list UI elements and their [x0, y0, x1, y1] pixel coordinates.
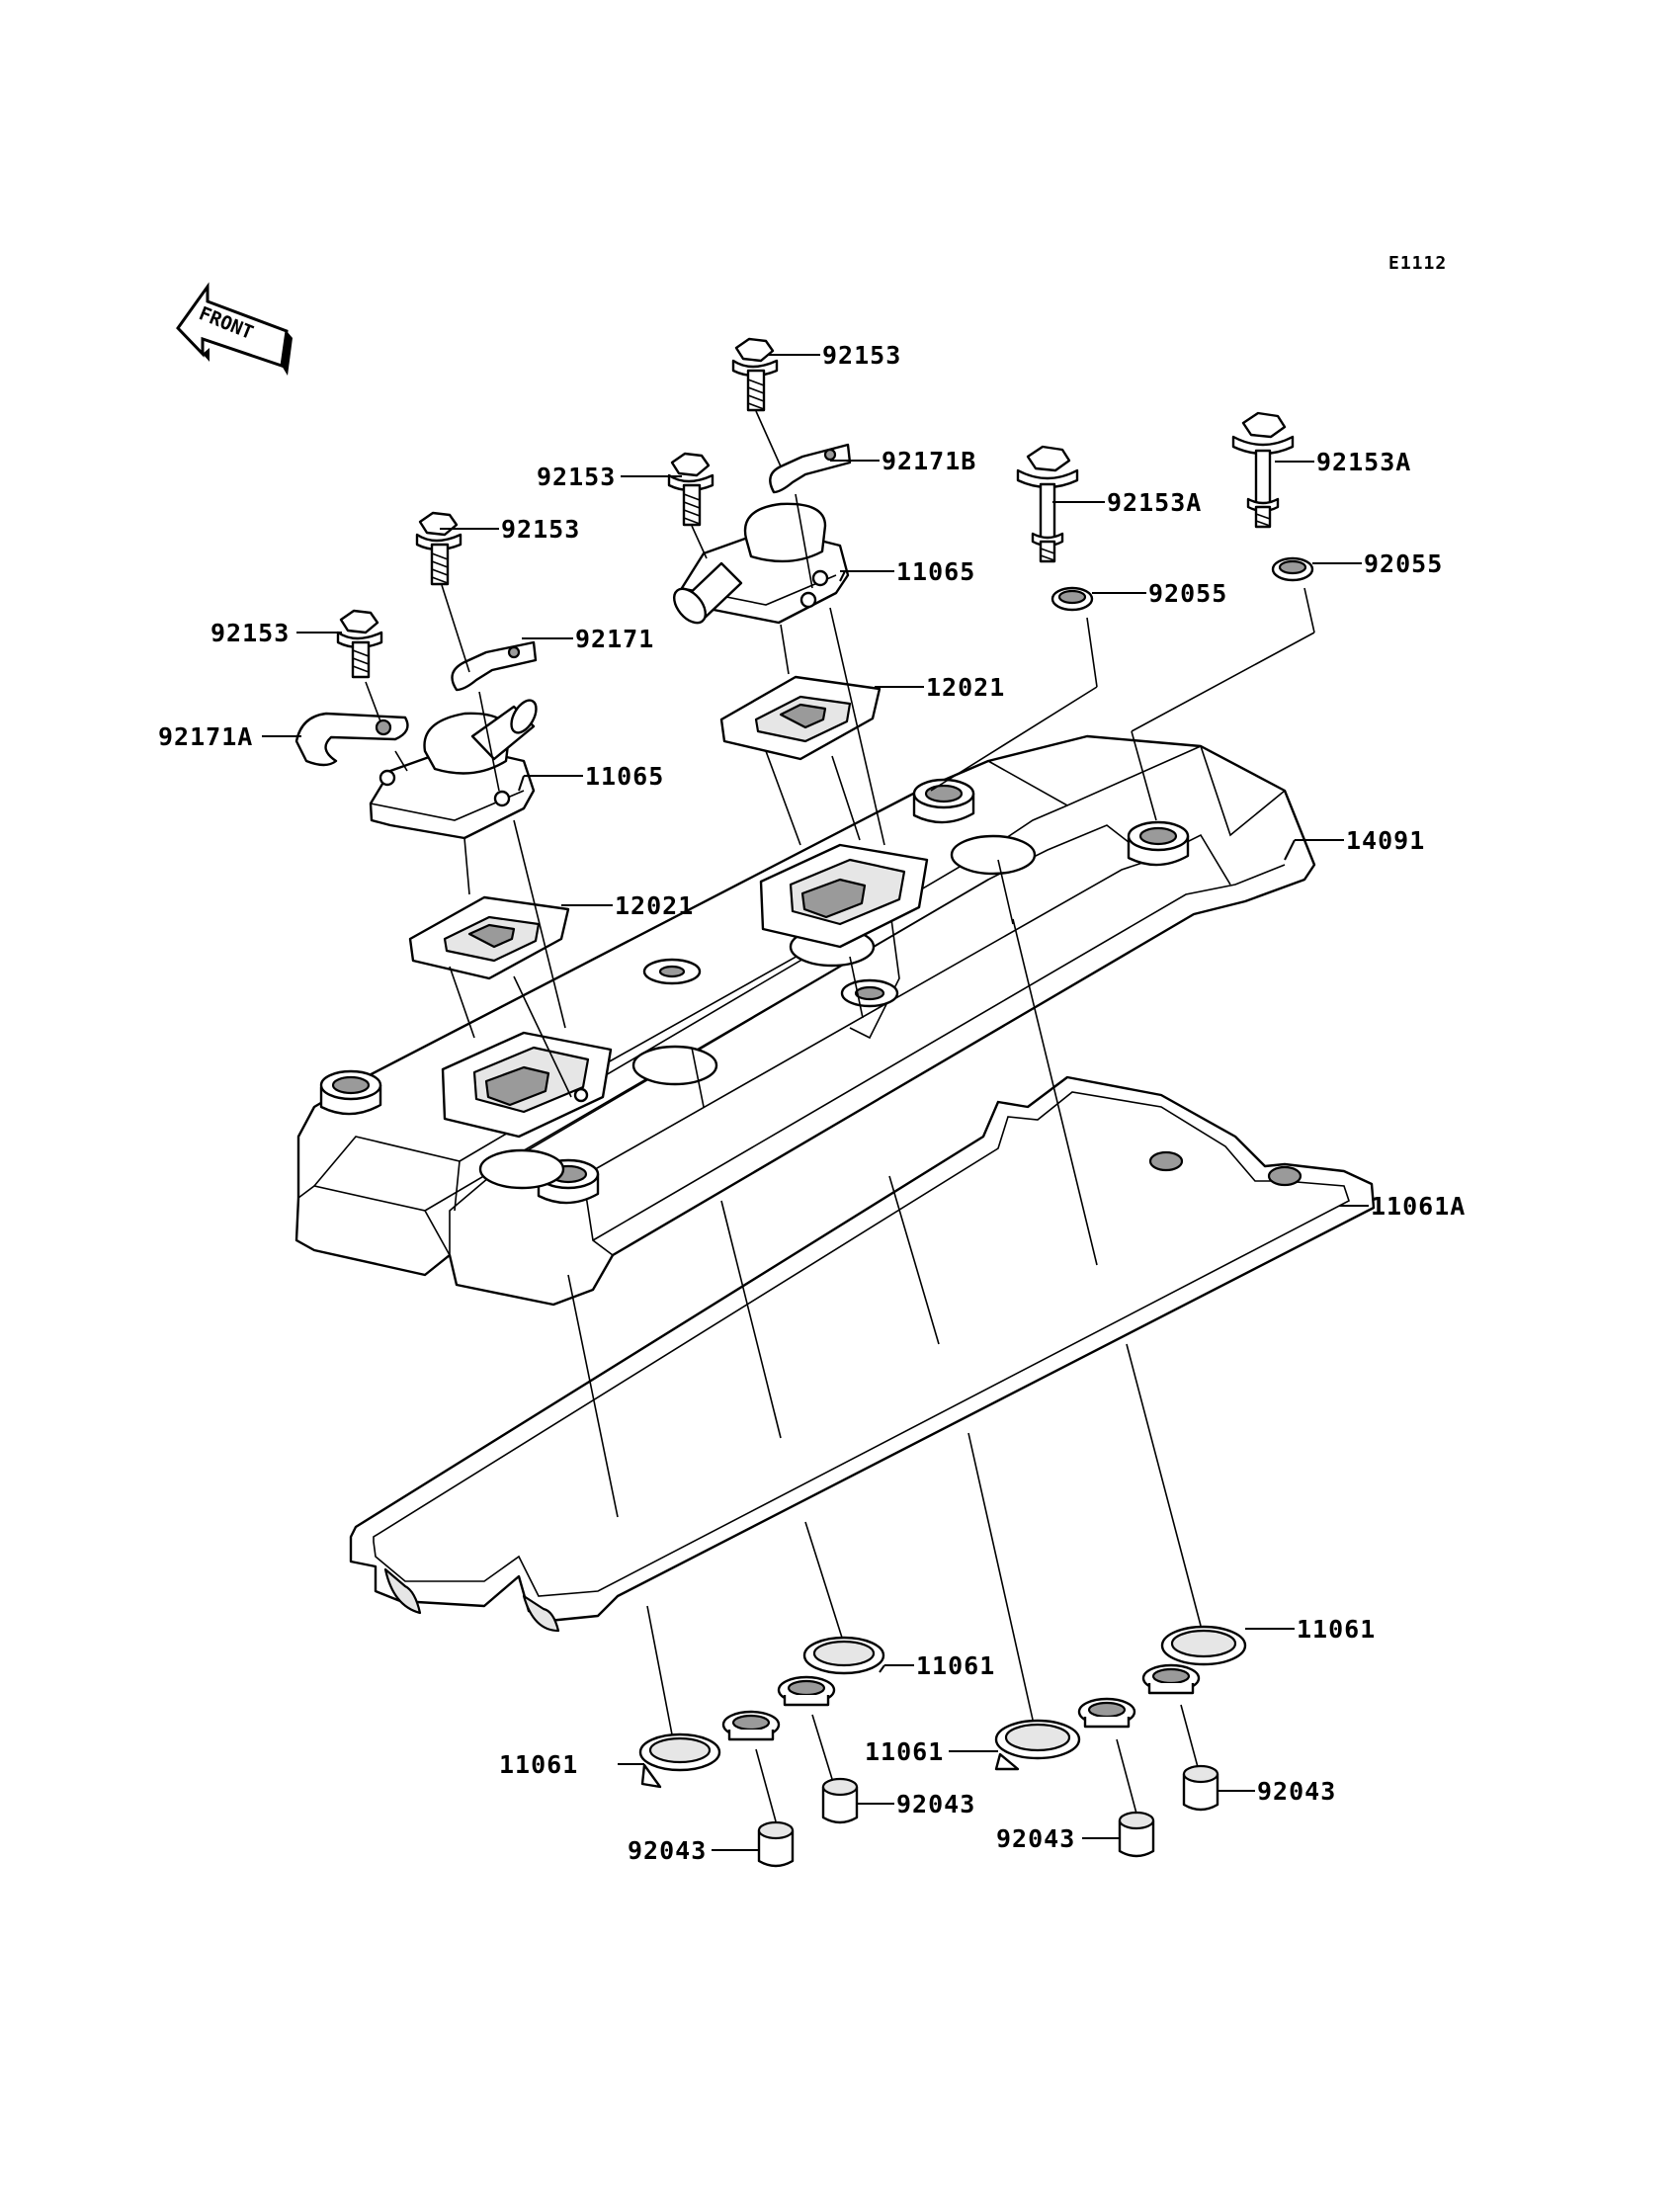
label-collar-4: 92043 [1257, 1777, 1336, 1806]
label-bolt-left-upper: 92153 [501, 515, 580, 544]
right-reed-gasket-drawing [719, 675, 882, 761]
bracket-b-drawing [769, 443, 852, 494]
bolt-left-upper-drawing [415, 511, 462, 586]
label-bolt-mid: 92153 [537, 463, 616, 491]
collar-3-drawing [1118, 1811, 1155, 1858]
label-collar-1: 92043 [628, 1836, 707, 1865]
left-reed-cover-drawing [369, 699, 538, 840]
label-bolt-a-mid: 92153A [1107, 488, 1202, 517]
bolt-a-right-drawing [1231, 411, 1295, 529]
label-bracket-a: 92171A [158, 722, 253, 751]
leader-lines [262, 354, 1369, 1851]
label-plug-gasket-4: 11061 [1297, 1615, 1376, 1644]
plug-gasket-1-drawing [638, 1732, 721, 1789]
label-bolt-left: 92153 [210, 619, 290, 647]
plug-gasket-2-drawing [802, 1636, 885, 1675]
plug-gasket-4-drawing [1160, 1625, 1247, 1666]
label-bolt-top: 92153 [822, 341, 901, 370]
bolt-mid-drawing [667, 452, 714, 527]
collar-4-drawing [1182, 1764, 1219, 1812]
washer-right-drawing [1271, 556, 1314, 582]
front-arrow-icon: FRONT [176, 282, 293, 376]
label-collar-3: 92043 [996, 1824, 1075, 1853]
plug-seal-2-drawing [777, 1675, 836, 1707]
bolt-left-drawing [336, 609, 383, 679]
label-cover-gasket: 11061A [1371, 1192, 1466, 1221]
bolt-top-drawing [731, 337, 779, 412]
collar-1-drawing [757, 1820, 795, 1868]
label-gasket-left: 12021 [615, 891, 694, 920]
plug-seal-3-drawing [1077, 1697, 1136, 1729]
plug-seal-1-drawing [721, 1710, 781, 1741]
washer-mid-drawing [1050, 586, 1094, 612]
label-bracket-b: 92171B [882, 447, 976, 475]
label-bracket: 92171 [575, 625, 654, 653]
plug-seal-4-drawing [1141, 1663, 1201, 1695]
label-plug-gasket-2: 11061 [916, 1651, 995, 1680]
label-bolt-a-right: 92153A [1316, 448, 1411, 476]
reference-code: E1112 [1388, 253, 1447, 274]
label-plug-gasket-1: 11061 [499, 1750, 578, 1779]
cover-gasket-drawing [349, 1075, 1376, 1633]
bracket-a-drawing [294, 712, 409, 767]
label-plug-gasket-3: 11061 [865, 1737, 944, 1766]
head-cover-drawing [294, 734, 1316, 1307]
assembly-guide-lines [365, 410, 1315, 1822]
bolt-a-mid-drawing [1016, 445, 1079, 563]
label-washer-right: 92055 [1364, 549, 1443, 578]
collar-2-drawing [821, 1777, 859, 1824]
label-collar-2: 92043 [896, 1790, 975, 1818]
bracket-drawing [451, 640, 538, 692]
label-head-cover: 14091 [1346, 826, 1425, 855]
plug-gasket-3-drawing [994, 1719, 1081, 1771]
label-cover-left: 11065 [585, 762, 664, 791]
label-gasket-right: 12021 [926, 673, 1005, 702]
label-washer-mid: 92055 [1148, 579, 1227, 608]
part-labels: 92153 92171B 92153 92153 92153 92171 921… [158, 341, 1466, 1865]
left-reed-gasket-drawing [408, 895, 570, 980]
label-cover-right: 11065 [896, 557, 975, 586]
